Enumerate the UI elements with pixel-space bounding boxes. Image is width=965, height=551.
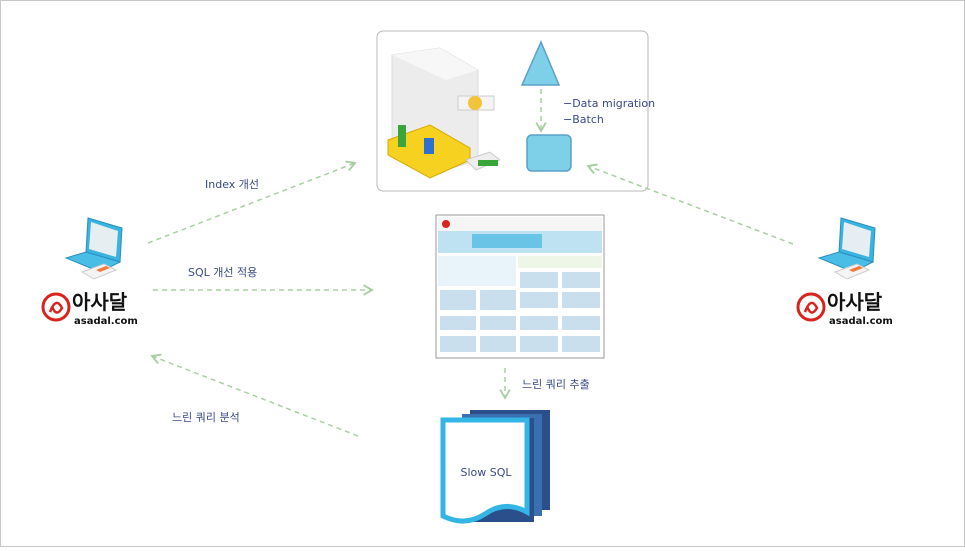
analyze-arrow bbox=[150, 353, 359, 437]
server-box: −Data migration −Batch bbox=[376, 30, 655, 192]
logo-domain: asadal.com bbox=[829, 316, 893, 327]
index-label: Index 개선 bbox=[205, 178, 259, 191]
right-arrow bbox=[586, 163, 794, 245]
data-migration-label: −Data migration bbox=[563, 97, 655, 110]
batch-label: −Batch bbox=[563, 113, 604, 126]
analyze-label: 느린 쿼리 분석 bbox=[172, 411, 240, 424]
website-screenshot bbox=[435, 214, 605, 359]
right-laptop-icon bbox=[817, 217, 876, 280]
sql-apply-label: SQL 개선 적용 bbox=[188, 266, 257, 279]
slow-sql-label: Slow SQL bbox=[460, 466, 512, 479]
square-shape bbox=[526, 134, 572, 172]
right-asadal-logo: 아사달 asadal.com bbox=[796, 290, 893, 327]
left-asadal-logo: 아사달 asadal.com bbox=[41, 290, 138, 327]
index-arrow bbox=[147, 160, 357, 244]
triangle-shape bbox=[520, 40, 561, 86]
logo-name: 아사달 bbox=[72, 290, 128, 314]
server-icon bbox=[387, 47, 501, 179]
logo-name: 아사달 bbox=[827, 290, 883, 314]
logo-domain: asadal.com bbox=[74, 316, 138, 327]
left-laptop-icon bbox=[64, 217, 123, 280]
slow-sql-document: Slow SQL bbox=[440, 410, 550, 524]
extract-label: 느린 쿼리 추출 bbox=[522, 378, 590, 391]
